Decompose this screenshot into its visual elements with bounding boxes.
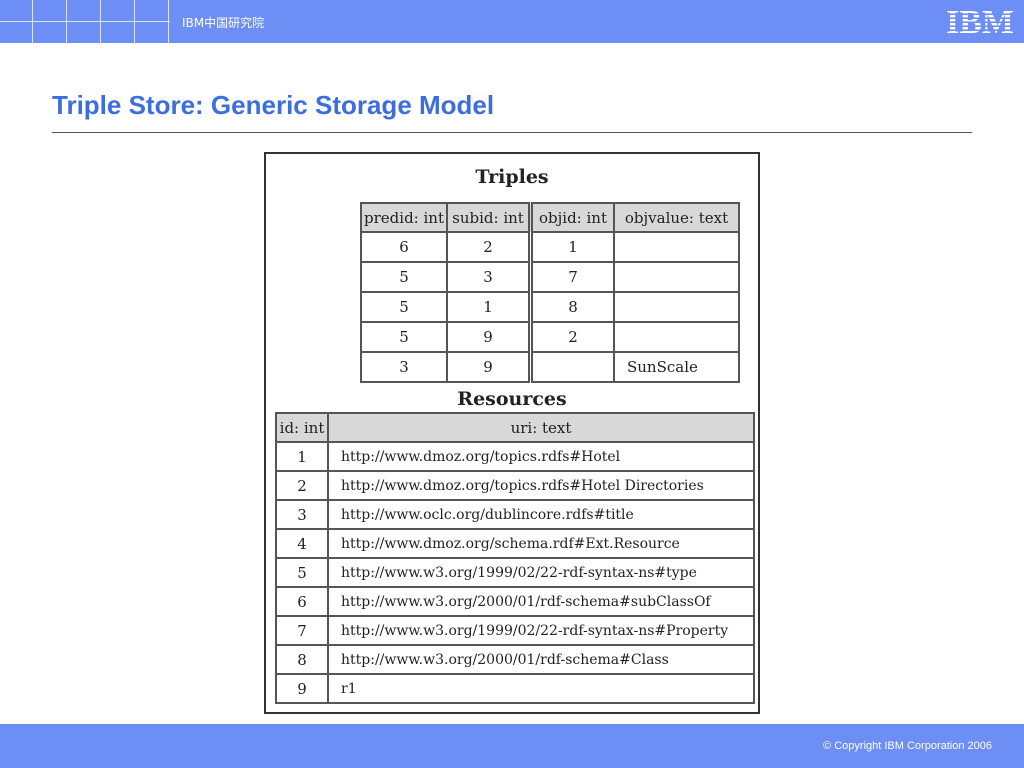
table-cell: 2 (446, 231, 532, 263)
table-cell: SunScale (613, 351, 740, 383)
table-row: 2 http://www.dmoz.org/topics.rdfs#Hotel … (275, 470, 755, 501)
triples-heading: Triples (475, 166, 549, 188)
table-cell: http://www.dmoz.org/schema.rdf#Ext.Resou… (327, 528, 755, 559)
table-cell (613, 231, 740, 263)
table-row: 5 1 8 (360, 291, 740, 323)
resources-heading: Resources (457, 388, 567, 410)
table-cell: 5 (360, 261, 448, 293)
table-cell: 9 (446, 321, 532, 353)
org-label: IBM中国研究院 (182, 16, 265, 30)
table-row: 4 http://www.dmoz.org/schema.rdf#Ext.Res… (275, 528, 755, 559)
resources-header-row: id: int uri: text (275, 412, 755, 443)
footer-bar: © Copyright IBM Corporation 2006 (0, 724, 1024, 768)
table-cell (528, 351, 615, 383)
table-cell: http://www.dmoz.org/topics.rdfs#Hotel Di… (327, 470, 755, 501)
table-row: 5 3 7 (360, 261, 740, 293)
table-cell: 6 (275, 586, 329, 617)
table-cell: 9 (275, 673, 329, 704)
copyright-text: © Copyright IBM Corporation 2006 (823, 740, 992, 752)
col-header: uri: text (327, 412, 755, 443)
col-header: objid: int (528, 202, 615, 233)
table-cell: 4 (275, 528, 329, 559)
table-row: 6 http://www.w3.org/2000/01/rdf-schema#s… (275, 586, 755, 617)
table-cell: 8 (275, 644, 329, 675)
ibm-logo-icon: IBM (946, 4, 1014, 37)
table-cell: http://www.oclc.org/dublincore.rdfs#titl… (327, 499, 755, 530)
table-row: 3 http://www.oclc.org/dublincore.rdfs#ti… (275, 499, 755, 530)
svg-text:IBM: IBM (946, 4, 1014, 37)
table-cell: 3 (360, 351, 448, 383)
table-row: 3 9 SunScale (360, 351, 740, 383)
table-cell: 3 (275, 499, 329, 530)
table-cell: http://www.dmoz.org/topics.rdfs#Hotel (327, 441, 755, 472)
triples-header-row: predid: int subid: int objid: int objval… (360, 202, 740, 233)
table-cell: 3 (446, 261, 532, 293)
table-cell (613, 321, 740, 353)
table-cell: 7 (528, 261, 615, 293)
table-cell: http://www.w3.org/2000/01/rdf-schema#sub… (327, 586, 755, 617)
table-cell: 5 (360, 321, 448, 353)
table-cell: http://www.w3.org/1999/02/22-rdf-syntax-… (327, 615, 755, 646)
col-header: id: int (275, 412, 329, 443)
table-cell: r1 (327, 673, 755, 704)
table-cell: http://www.w3.org/2000/01/rdf-schema#Cla… (327, 644, 755, 675)
table-cell (613, 291, 740, 323)
table-row: 5 9 2 (360, 321, 740, 353)
table-cell: 7 (275, 615, 329, 646)
slide-title: Triple Store: Generic Storage Model (52, 90, 495, 120)
table-row: 8 http://www.w3.org/2000/01/rdf-schema#C… (275, 644, 755, 675)
table-cell (613, 261, 740, 293)
table-cell: 1 (528, 231, 615, 263)
table-cell: 2 (528, 321, 615, 353)
storage-model-figure: Triples predid: int subid: int objid: in… (264, 152, 760, 714)
col-header: objvalue: text (613, 202, 740, 233)
resources-table: id: int uri: text 1 http://www.dmoz.org/… (275, 412, 755, 704)
table-row: 6 2 1 (360, 231, 740, 263)
table-cell: 8 (528, 291, 615, 323)
table-cell: 9 (446, 351, 532, 383)
table-row: 9 r1 (275, 673, 755, 704)
table-row: 5 http://www.w3.org/1999/02/22-rdf-synta… (275, 557, 755, 588)
table-cell: 6 (360, 231, 448, 263)
table-cell: 1 (275, 441, 329, 472)
col-header: predid: int (360, 202, 448, 233)
table-cell: 1 (446, 291, 532, 323)
col-header: subid: int (446, 202, 532, 233)
table-row: 1 http://www.dmoz.org/topics.rdfs#Hotel (275, 441, 755, 472)
table-cell: 5 (275, 557, 329, 588)
header-bar: IBM中国研究院 IBM (0, 0, 1024, 43)
title-divider (52, 132, 972, 133)
table-cell: http://www.w3.org/1999/02/22-rdf-syntax-… (327, 557, 755, 588)
triples-table: predid: int subid: int objid: int objval… (360, 202, 740, 383)
table-cell: 2 (275, 470, 329, 501)
table-cell: 5 (360, 291, 448, 323)
table-row: 7 http://www.w3.org/1999/02/22-rdf-synta… (275, 615, 755, 646)
